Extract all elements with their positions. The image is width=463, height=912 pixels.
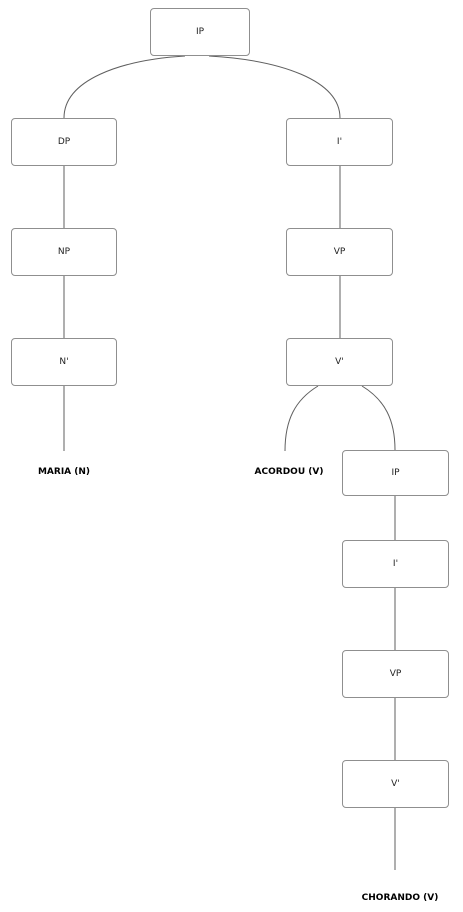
edge-vbar-acordou: [284, 385, 319, 452]
leaf-maria: MARIA (N): [37, 467, 91, 477]
node-n-bar[interactable]: N': [11, 338, 117, 386]
edge-ip-ibar: [208, 55, 341, 119]
edge-ip-dp: [63, 55, 186, 119]
node-ip-root[interactable]: IP: [150, 8, 250, 56]
node-vp-embedded[interactable]: VP: [342, 650, 449, 698]
edge-vbar-ip: [361, 385, 396, 451]
leaf-acordou: ACORDOU (V): [254, 467, 324, 477]
node-i-bar[interactable]: I': [286, 118, 393, 166]
node-v-bar-embedded[interactable]: V': [342, 760, 449, 808]
node-v-bar[interactable]: V': [286, 338, 393, 386]
node-dp[interactable]: DP: [11, 118, 117, 166]
node-i-bar-embedded[interactable]: I': [342, 540, 449, 588]
leaf-chorando: CHORANDO (V): [361, 893, 439, 903]
node-ip-embedded[interactable]: IP: [342, 450, 449, 496]
node-np[interactable]: NP: [11, 228, 117, 276]
node-vp[interactable]: VP: [286, 228, 393, 276]
